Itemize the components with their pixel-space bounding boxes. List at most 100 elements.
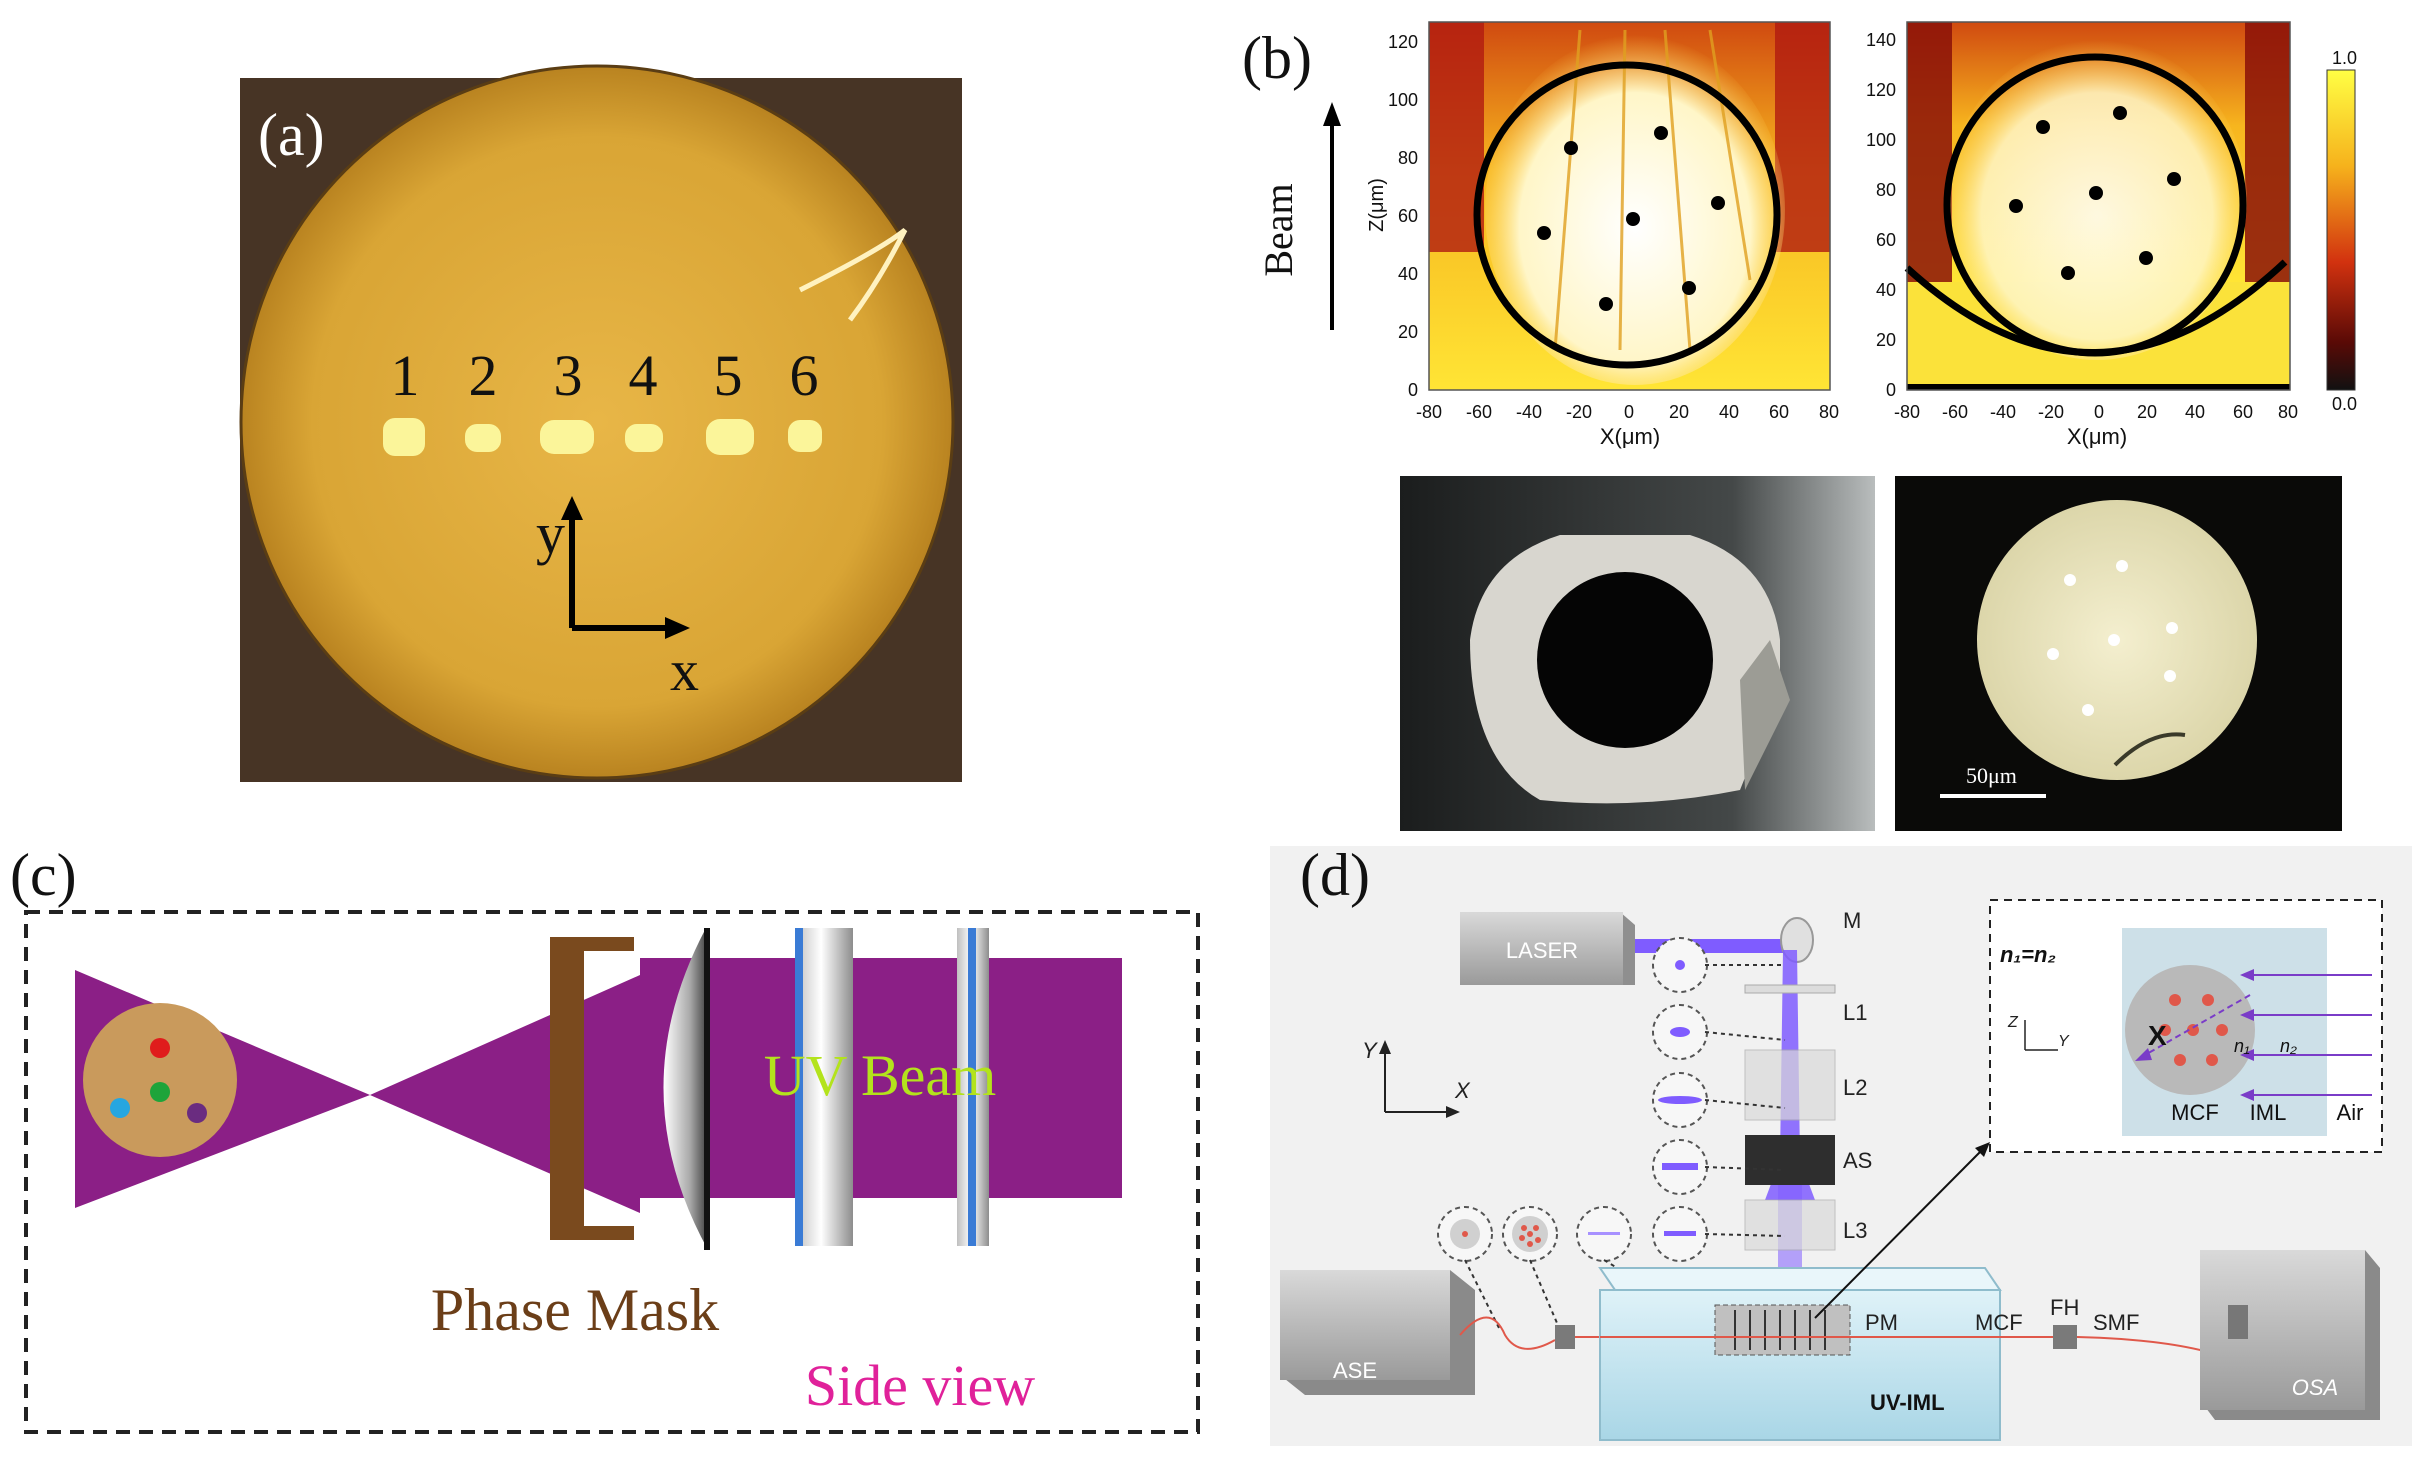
inset-air-label: Air xyxy=(2337,1100,2364,1125)
fiber-core-edge-1 xyxy=(795,928,803,1246)
profile-dot xyxy=(1675,960,1685,970)
tick-label: 40 xyxy=(2185,402,2205,422)
core-spot xyxy=(788,420,822,452)
beam-label: Beam xyxy=(1256,183,1301,276)
tank-body xyxy=(1599,1289,2001,1441)
left-xticks: -80 -60 -40 -20 0 20 40 60 80 xyxy=(1416,402,1839,422)
side-view-label: Side view xyxy=(805,1353,1035,1418)
ase-label: ASE xyxy=(1333,1358,1377,1383)
tick-label: -60 xyxy=(1466,402,1492,422)
tick-label: 20 xyxy=(1398,322,1418,342)
lens-l2 xyxy=(1744,1049,1836,1121)
beam-arrowhead-icon xyxy=(1323,102,1341,126)
fh-label: FH xyxy=(2050,1295,2079,1320)
tick-label: 20 xyxy=(1876,330,1896,350)
fiber-crack-mark xyxy=(798,228,908,322)
inset-ray-arrowheads xyxy=(2135,969,2254,1101)
tick-label: 40 xyxy=(1398,264,1418,284)
tick-label: 0 xyxy=(1886,380,1896,400)
right-xticks: -80 -60 -40 -20 0 20 40 60 80 xyxy=(1894,402,2298,422)
laser-label: LASER xyxy=(1506,938,1578,963)
colorbar-max: 1.0 xyxy=(2332,48,2357,68)
core-dots-left xyxy=(1537,126,1725,311)
x-arrowhead-icon xyxy=(1446,1106,1460,1118)
iml-tank: PM UV-IML xyxy=(1598,1267,2002,1441)
left-yticks: 0 20 40 60 80 100 120 xyxy=(1388,32,1418,400)
lens-l1 xyxy=(1744,984,1836,994)
fiber-end-face xyxy=(83,1003,237,1157)
tick-label: 80 xyxy=(2278,402,2298,422)
axis-arrows-a: y x xyxy=(536,496,699,703)
y-arrowhead-icon xyxy=(1379,1040,1391,1054)
tick-label: -80 xyxy=(1894,402,1920,422)
core-number: 4 xyxy=(629,343,658,408)
heatmap-right: X(μm) -80 -60 -40 -20 0 20 40 60 80 0 20… xyxy=(1866,21,2298,449)
tick-label: -40 xyxy=(1516,402,1542,422)
heatmap-left: Z(μm) X(μm) -80 -60 -40 -20 0 20 40 60 8… xyxy=(1366,21,1839,449)
aperture-slit xyxy=(1745,1135,1835,1185)
tick-label: 0 xyxy=(2094,402,2104,422)
tick-label: 120 xyxy=(1388,32,1418,52)
micrograph-left xyxy=(1400,476,1875,831)
left-ylabel: Z(μm) xyxy=(1366,178,1388,232)
tick-label: 0 xyxy=(1624,402,1634,422)
colorbar-gradient xyxy=(2326,69,2356,391)
tick-label: 40 xyxy=(1719,402,1739,422)
y-arrowhead-icon xyxy=(561,496,583,520)
x-arrowhead-icon xyxy=(665,617,690,639)
core-spot xyxy=(383,418,425,456)
panel-a: (a) 1 2 3 4 5 6 y x xyxy=(239,64,962,782)
tick-label: 140 xyxy=(1866,30,1896,50)
fiber-holder xyxy=(2053,1325,2077,1349)
heatmap-right-dark-edge xyxy=(2245,22,2290,282)
panel-d: (d) LASER M L1 L2 AS L3 xyxy=(1270,842,2412,1446)
inset-rays xyxy=(2144,974,2372,1096)
core-dots-right xyxy=(2009,106,2181,280)
core-number: 6 xyxy=(790,343,819,408)
osa-body xyxy=(2200,1250,2365,1410)
mirror-label: M xyxy=(1843,908,1861,933)
axis-x-label: X xyxy=(1454,1078,1471,1103)
heatmap-right-focus xyxy=(1947,40,2247,360)
inset-iml-label: IML xyxy=(2250,1100,2287,1125)
tick-label: -20 xyxy=(1566,402,1592,422)
inset-cores xyxy=(2159,994,2228,1066)
right-beam-cone xyxy=(370,975,640,1213)
ase-fiber xyxy=(1459,1316,1556,1350)
beam-profiles xyxy=(1437,937,1708,1262)
inset-x-mark: X xyxy=(2148,1020,2167,1051)
core-dot-blue xyxy=(110,1098,130,1118)
tick-label: 20 xyxy=(1669,402,1689,422)
tick-label: 60 xyxy=(1398,206,1418,226)
phase-mask-label: Phase Mask xyxy=(431,1277,719,1343)
inset-n1-label: n₁ xyxy=(2234,1036,2250,1056)
tick-label: -20 xyxy=(2038,402,2064,422)
ase-unit: ASE xyxy=(1280,1270,1475,1395)
core-spot xyxy=(706,419,754,455)
inset-pointer-arrowhead-icon xyxy=(1975,1142,1990,1157)
axis-arrows-d: Y X xyxy=(1362,1038,1471,1118)
tick-label: 60 xyxy=(1769,402,1789,422)
tick-label: 0 xyxy=(1408,380,1418,400)
tick-label: 120 xyxy=(1866,80,1896,100)
laser-unit: LASER xyxy=(1460,912,1635,985)
fiber-core-edge-2 xyxy=(968,928,976,1246)
tick-label: 100 xyxy=(1388,90,1418,110)
panel-b-label: (b) xyxy=(1242,25,1312,91)
tick-label: -40 xyxy=(1990,402,2016,422)
l3-label: L3 xyxy=(1843,1218,1867,1243)
tick-label: 80 xyxy=(1819,402,1839,422)
lens-edge xyxy=(704,928,710,1250)
as-label: AS xyxy=(1843,1148,1872,1173)
phase-mask-top xyxy=(550,937,634,951)
phase-mask-bottom xyxy=(550,1226,634,1240)
profile-bar-thin xyxy=(1664,1231,1696,1236)
tank-top xyxy=(1598,1267,2002,1291)
tick-label: 60 xyxy=(1876,230,1896,250)
panel-c-dashed-frame xyxy=(24,910,1200,1434)
osa-port xyxy=(2228,1305,2248,1339)
axis-x-label: x xyxy=(670,638,699,703)
iml-boundary-curve xyxy=(1904,259,2288,356)
axis-y-label: Y xyxy=(1362,1038,1378,1063)
tick-label: 80 xyxy=(1398,148,1418,168)
